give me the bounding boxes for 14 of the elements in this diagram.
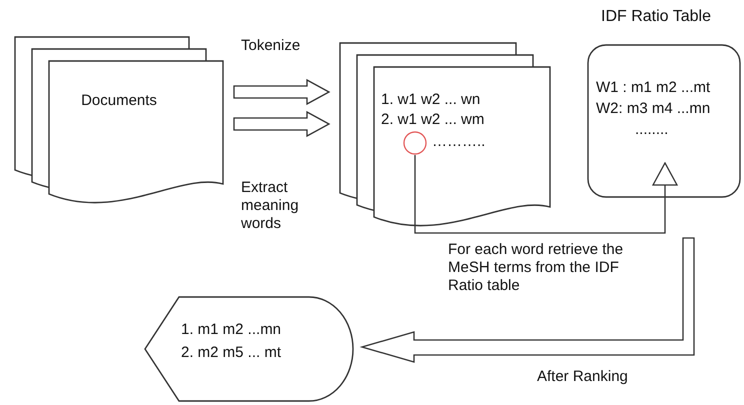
- node-text: W1 : m1 m2 ...mt: [596, 79, 710, 97]
- node-text: Documents: [80, 92, 158, 110]
- node-text: 1. w1 w2 ... wn: [381, 91, 480, 109]
- node-text: ........: [635, 121, 668, 139]
- node-text: 2. m2 m5 ... mt: [181, 344, 282, 362]
- node-text: 2. w1 w2 ... wm: [381, 111, 484, 129]
- node-text: W2: m3 m4 ...mn: [596, 100, 710, 118]
- node-text: 1. m1 m2 ...mn: [181, 321, 282, 339]
- block-arrow: [233, 78, 330, 106]
- table-title: IDF Ratio Table: [601, 8, 711, 26]
- node-text: ………..: [432, 133, 486, 151]
- block-arrow: [233, 110, 330, 138]
- block-arrow: [360, 237, 695, 363]
- connector-arrow: [414, 155, 678, 234]
